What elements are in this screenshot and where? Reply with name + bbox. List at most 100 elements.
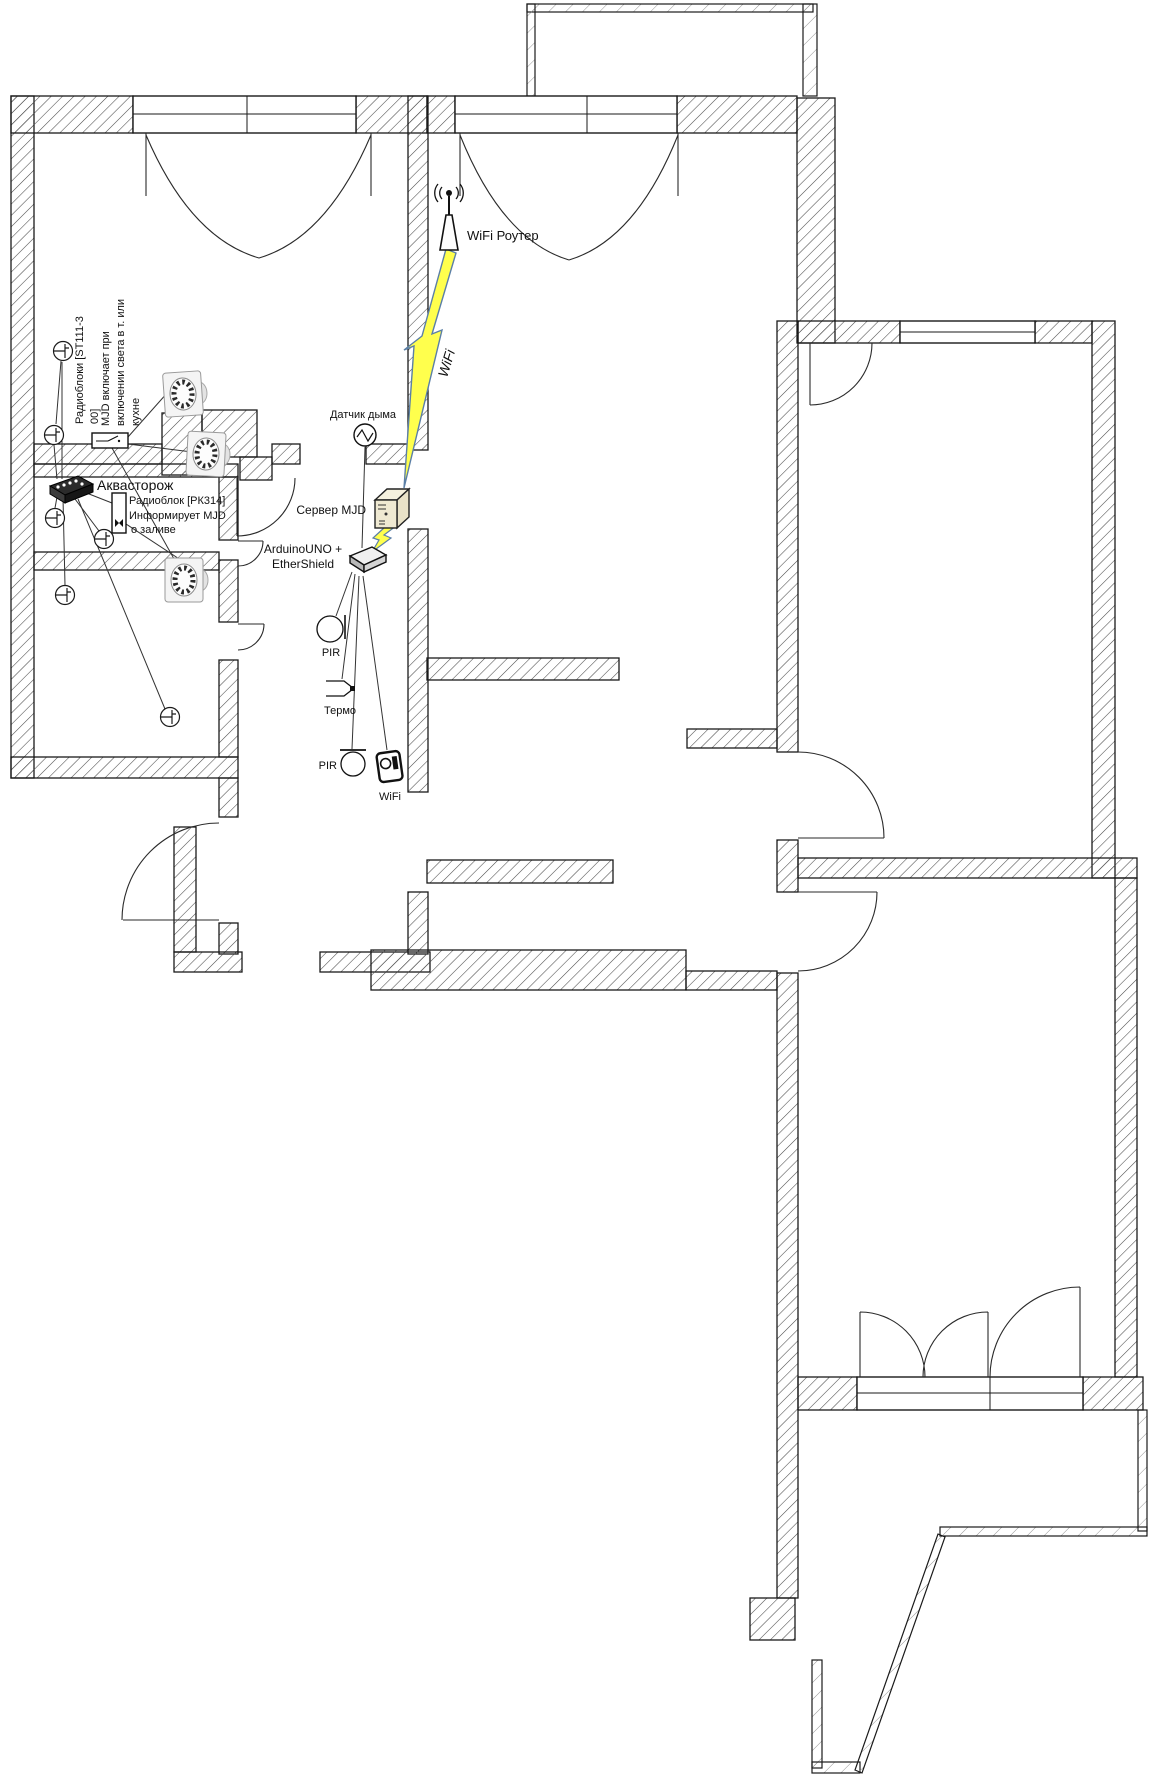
pir-hall-label: PIR xyxy=(322,647,340,659)
relay-switch-icon xyxy=(91,432,129,449)
lamp-icon xyxy=(54,584,76,606)
wall xyxy=(426,95,456,134)
lamp-icon xyxy=(159,706,181,728)
walls xyxy=(10,95,1144,1641)
windows xyxy=(132,95,1084,1411)
pir-sensor-icon xyxy=(340,749,366,777)
wall xyxy=(271,443,301,465)
radio-blocks-note: Радиоблоки [ST111-3 00] xyxy=(74,316,101,424)
wall xyxy=(1091,320,1116,879)
balcony-wall xyxy=(526,3,536,97)
wall xyxy=(218,659,239,758)
smoke-sensor-label: Датчик дыма xyxy=(330,409,397,421)
door-arc xyxy=(922,1311,989,1378)
pir-sensor-icon xyxy=(316,615,346,643)
balcony-wall xyxy=(939,1526,1148,1537)
wall xyxy=(10,95,134,134)
door-arc xyxy=(459,133,679,261)
wall xyxy=(676,95,798,134)
wire xyxy=(361,446,366,549)
door-arc xyxy=(237,540,264,567)
wall xyxy=(426,859,614,884)
wall xyxy=(365,443,409,465)
radio-blocks-note-line1: Радиоблоки [ST111-3 xyxy=(74,316,86,424)
aquaguard-label: Аквасторож xyxy=(97,477,174,493)
wall xyxy=(426,657,620,681)
wire xyxy=(351,575,360,750)
door-arc xyxy=(121,822,220,921)
wire xyxy=(55,360,62,425)
aquaguard-note-line3: о заливе xyxy=(131,524,176,536)
wall xyxy=(1082,1376,1144,1411)
thermo-label: Термо xyxy=(324,705,356,717)
lamp-icon xyxy=(52,340,74,362)
wall xyxy=(797,1376,858,1411)
wall xyxy=(776,320,799,753)
wifi-bolt xyxy=(403,248,457,489)
connection-lines xyxy=(53,360,388,751)
door-arc xyxy=(237,623,265,651)
wall xyxy=(797,857,1138,879)
wall xyxy=(407,528,429,793)
smoke-sensor-icon xyxy=(353,423,377,447)
doors xyxy=(121,133,1081,1378)
wall xyxy=(685,970,778,991)
wall xyxy=(1034,320,1093,344)
mjd-note: MJD включает при включении света в т. ил… xyxy=(100,299,142,426)
wall xyxy=(10,95,35,779)
balcony-wall xyxy=(811,1761,861,1774)
wall xyxy=(686,728,778,749)
mjd-note-line1: MJD включает при xyxy=(100,331,112,426)
wire xyxy=(341,573,356,680)
wifi-client-icon xyxy=(375,749,404,784)
radio-module-icon xyxy=(48,475,95,504)
wall xyxy=(370,949,687,991)
wire xyxy=(335,571,353,617)
wire xyxy=(362,575,388,751)
wall xyxy=(1114,877,1138,1378)
fan-icon xyxy=(165,558,208,602)
wire xyxy=(74,498,100,532)
balcony-wall xyxy=(854,1533,946,1774)
pir-kitchen-label: PIR xyxy=(319,760,337,772)
water-valve-icon xyxy=(111,492,127,534)
wall xyxy=(173,951,243,973)
wall xyxy=(407,891,429,955)
wire xyxy=(77,498,166,710)
door-arc xyxy=(859,1311,926,1378)
fan-icon xyxy=(163,370,209,417)
wall xyxy=(797,320,901,344)
wall xyxy=(796,97,836,344)
lamp-icon xyxy=(43,424,65,446)
wire xyxy=(54,496,58,509)
wifi-router-icon xyxy=(434,183,464,251)
wifi-router-label: WiFi Роутер xyxy=(467,228,539,243)
wall xyxy=(10,756,239,779)
arduino-label-line2: EtherShield xyxy=(272,557,334,571)
wire xyxy=(127,391,169,438)
server-icon xyxy=(373,487,411,530)
fan-icon xyxy=(186,431,231,477)
door-arc xyxy=(809,342,873,406)
wall xyxy=(218,476,239,541)
wifi-link-label: WiFi xyxy=(435,347,459,379)
server-label: Сервер MJD xyxy=(296,503,366,517)
door-arc xyxy=(145,133,372,259)
lamp-icon xyxy=(93,528,115,550)
balcony-wall xyxy=(802,3,818,97)
balcony-wall xyxy=(811,1659,823,1769)
wifi-client-label: WiFi xyxy=(379,791,401,803)
door-arc xyxy=(797,751,885,839)
aquaguard-note-line2: Информирует MJD xyxy=(129,510,226,522)
arduino-icon xyxy=(348,546,388,574)
wall xyxy=(218,559,239,623)
wire xyxy=(111,447,179,567)
door-arc xyxy=(236,477,296,537)
mjd-note-line2: включении света в т. или xyxy=(115,299,127,426)
vent-shaft xyxy=(239,456,273,481)
door-arc xyxy=(797,891,878,972)
radio-blocks-note-line2: 00] xyxy=(89,409,101,424)
balcony-wall xyxy=(1137,1409,1148,1532)
